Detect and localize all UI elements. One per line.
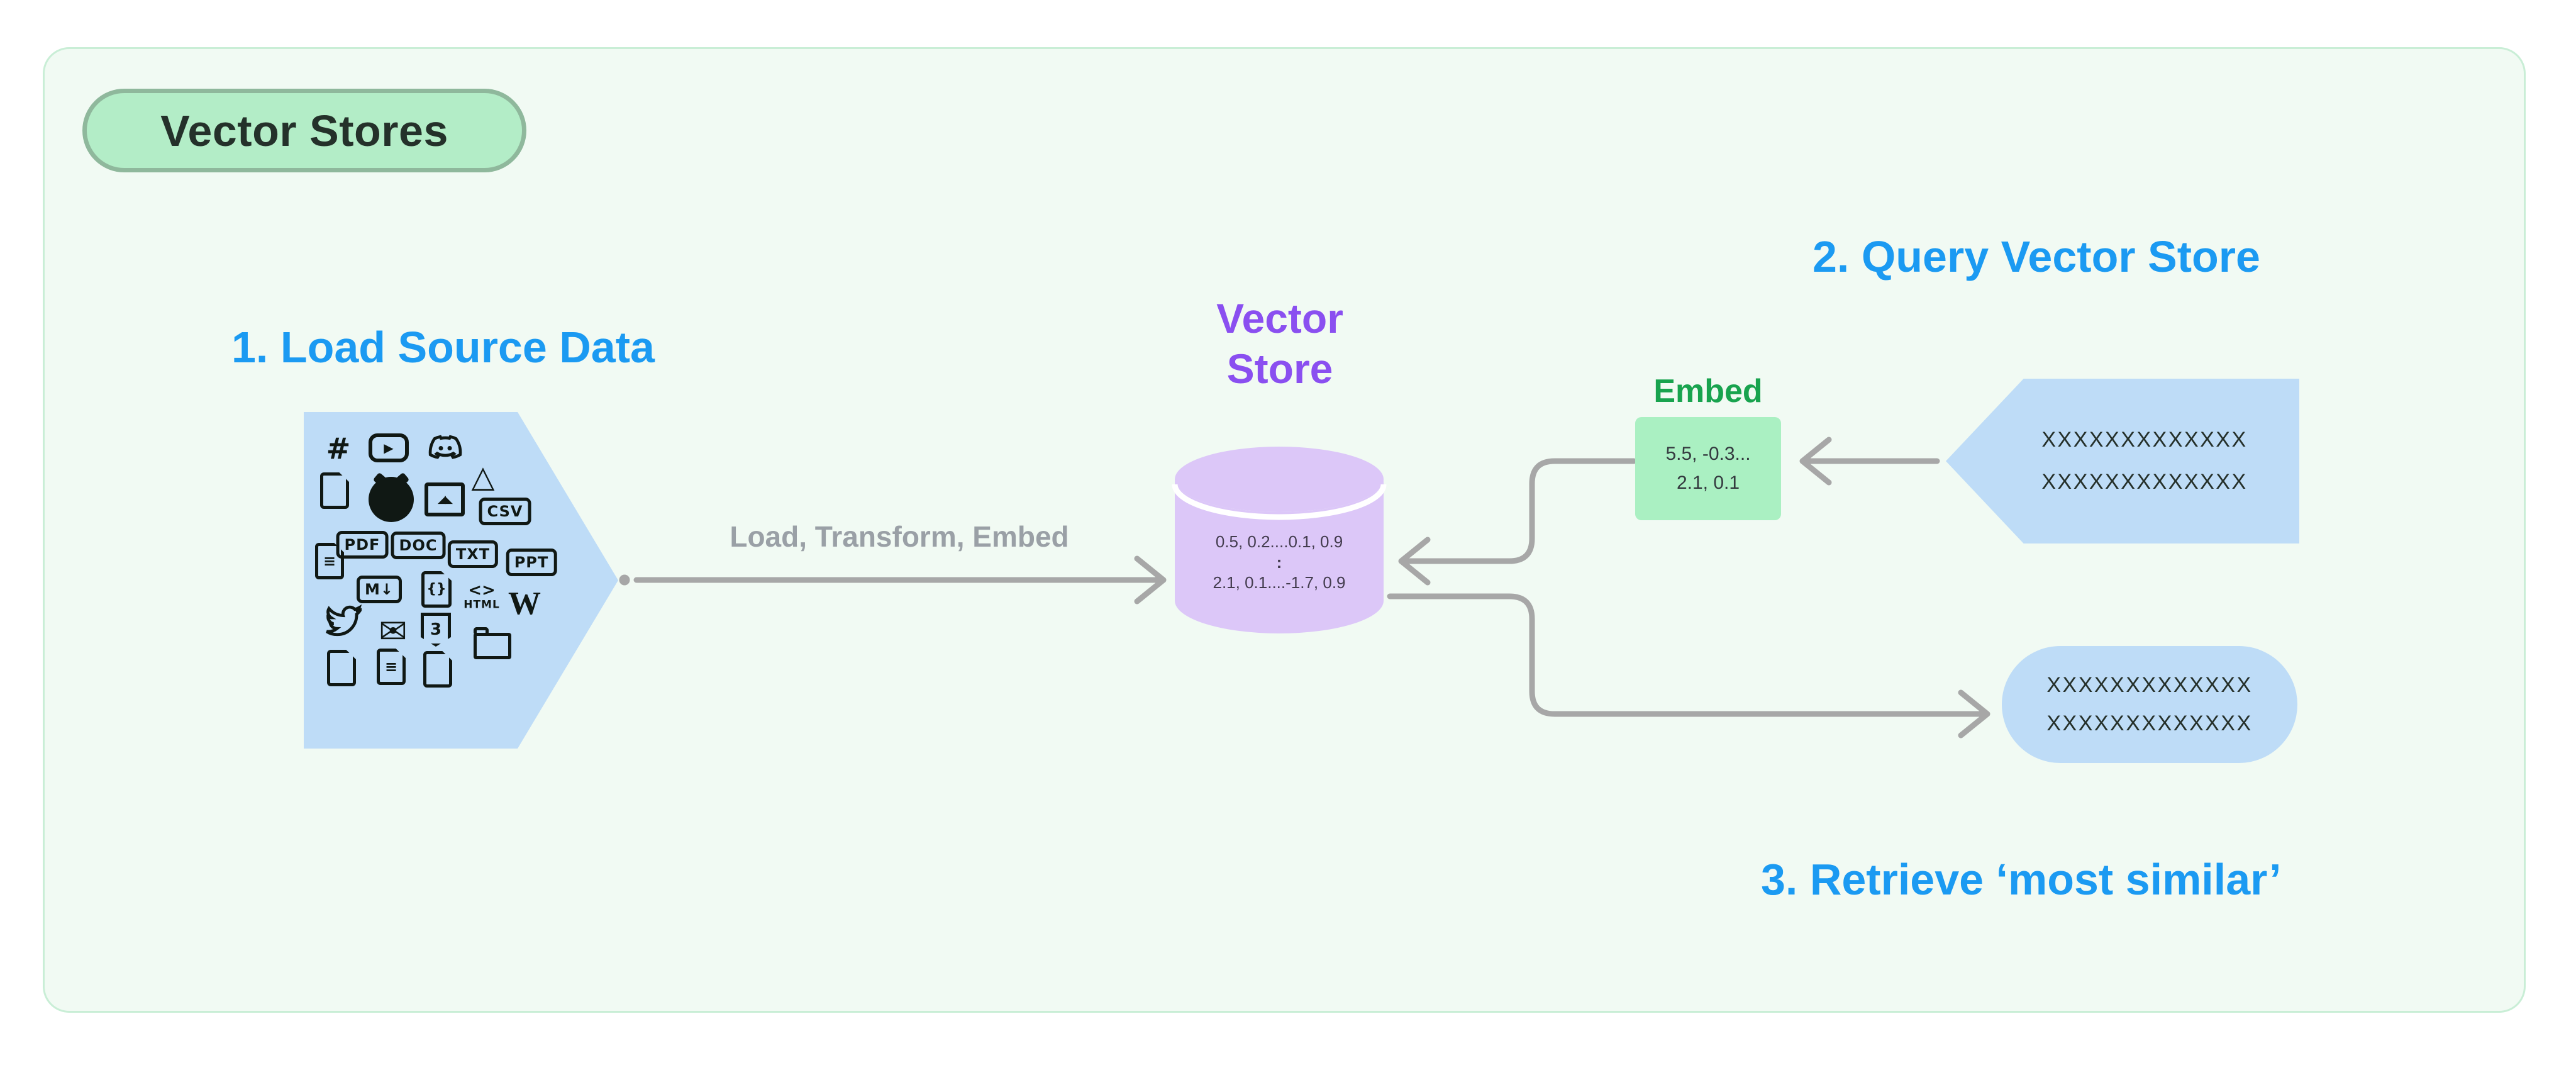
text-file-icon-a: ≡ [315,543,344,579]
file-icon-b [327,650,356,686]
text-file-icon-b: ≡ [377,649,406,685]
embed-vector-box: 5.5, -0.3... 2.1, 0.1 [1635,417,1781,520]
email-icon: ✉ [379,611,408,651]
ppt-file-icon: PPT [506,549,557,576]
doc-file-icon: DOC [391,532,446,559]
embed-vector-line1: 5.5, -0.3... [1665,443,1751,464]
youtube-icon: ▶ [369,433,409,462]
query-text-line2: XXXXXXXXXXXXX [2041,470,2248,494]
code-file-icon: {} [421,571,452,608]
load-arrow-label: Load, Transform, Embed [730,520,1069,553]
query-shape: XXXXXXXXXXXXX XXXXXXXXXXXXX [1946,379,2299,543]
vector-store-title-line1: Vector [1216,295,1343,342]
csv-file-icon: CSV [479,498,531,525]
markdown-icon: M↓ [357,576,402,603]
vector-store-title-line2: Store [1226,345,1333,392]
title-badge-label: Vector Stores [160,106,448,155]
pdf-file-icon: PDF [336,531,389,559]
wikipedia-icon: W [508,586,541,621]
github-icon [369,477,414,522]
vector-store-cylinder [1172,447,1387,633]
embed-vector-line2: 2.1, 0.1 [1676,472,1740,493]
step2-heading: 2. Query Vector Store [1813,232,2260,281]
query-text-line1: XXXXXXXXXXXXX [2041,428,2248,452]
file-icon-a [320,472,349,509]
stored-vector-row1: 0.5, 0.2....0.1, 0.9 [1215,532,1343,551]
stored-vector-row2: 2.1, 0.1....-1.7, 0.9 [1213,573,1346,592]
embed-label: Embed [1653,373,1763,410]
vector-store-title: Vector Store [1170,293,1390,394]
slack-icon: # [326,432,351,465]
twitter-icon [325,603,362,639]
cylinder-rim-highlight [1172,484,1387,520]
step1-heading: 1. Load Source Data [231,323,655,372]
txt-file-icon: TXT [447,540,499,568]
image-icon: ◢◣ [425,482,465,516]
title-badge: Vector Stores [82,89,526,172]
html-icon: <>HTML [464,581,500,611]
result-text-line1: XXXXXXXXXXXXX [2046,673,2253,697]
stored-vector-separator: : [1276,553,1282,572]
cylinder-lid [1175,447,1384,512]
google-drive-icon: △ [471,459,495,494]
vector-store-contents: 0.5, 0.2....0.1, 0.9 : 2.1, 0.1....-1.7,… [1171,532,1387,593]
cylinder-body [1175,479,1384,633]
folder-icon [474,627,511,659]
css3-icon: 3 [421,613,451,647]
discord-icon [428,431,463,466]
result-shape: XXXXXXXXXXXXX XXXXXXXXXXXXX [2002,646,2297,763]
step3-heading: 3. Retrieve ‘most similar’ [1761,855,2282,904]
result-text-line2: XXXXXXXXXXXXX [2046,711,2253,735]
file-icon-c [423,651,452,688]
